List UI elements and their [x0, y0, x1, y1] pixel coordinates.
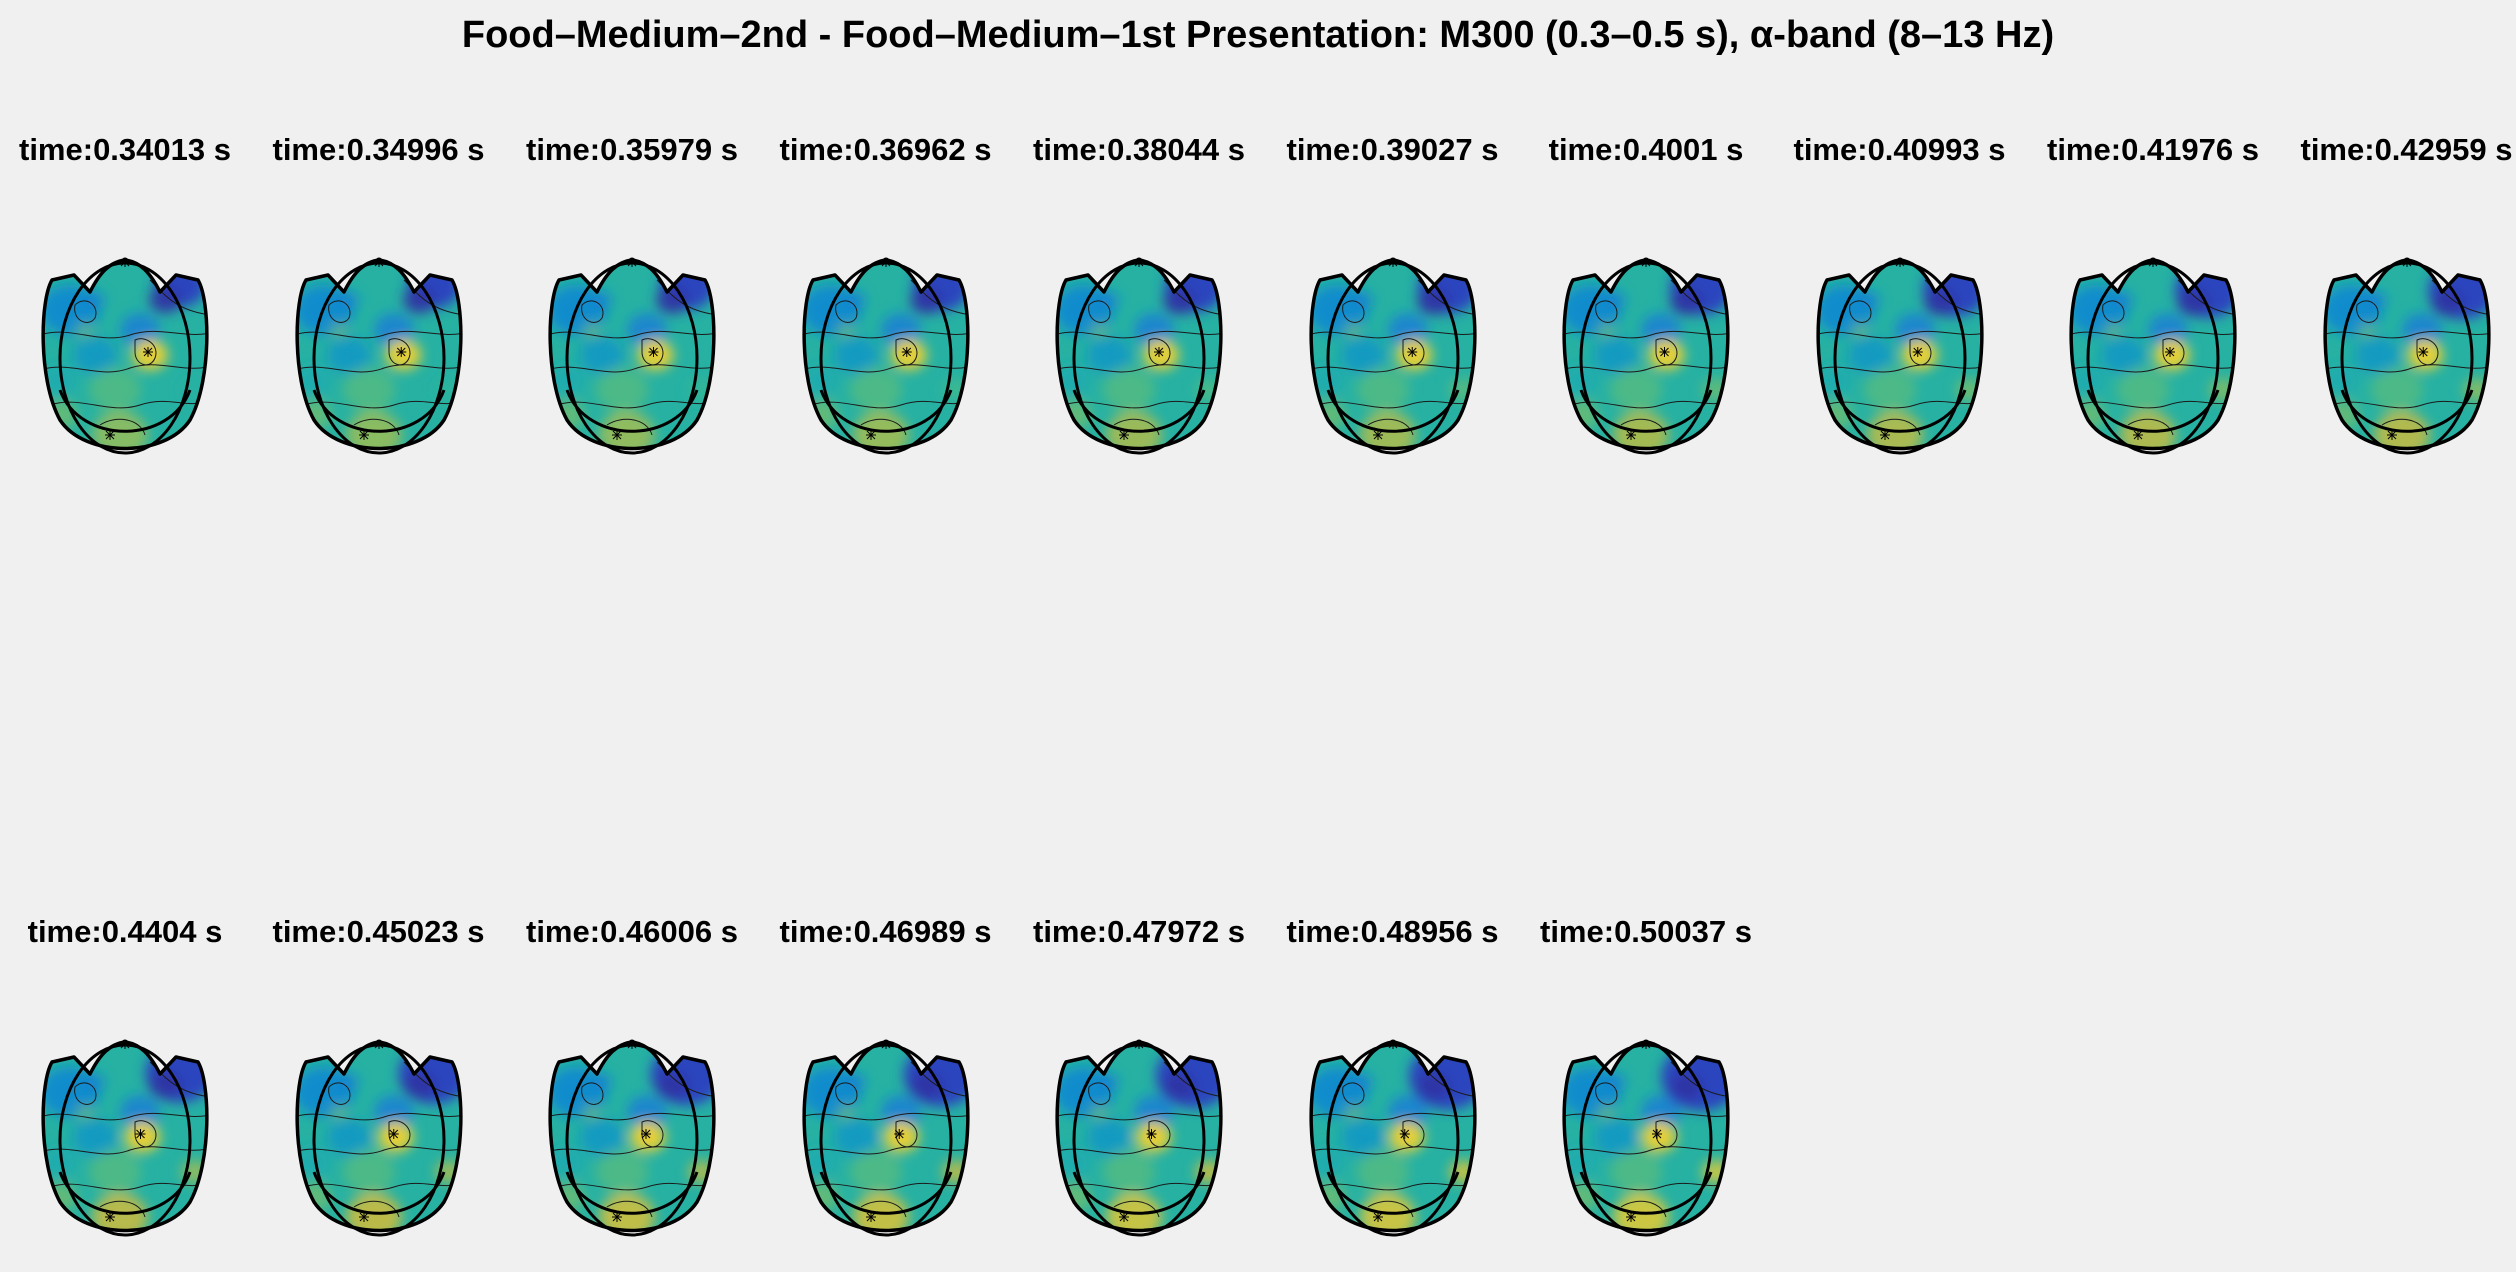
topoplot-panel: time:0.34013 s: [0, 130, 250, 490]
topoplot-panel: time:0.46989 s: [761, 912, 1011, 1272]
topoplot-map: [761, 240, 1011, 460]
topoplot-map: [1521, 240, 1771, 460]
topoplot-panel: time:0.4001 s: [1521, 130, 1771, 490]
topoplot-panel: time:0.42959 s: [2282, 130, 2516, 490]
topoplot-panel: time:0.4404 s: [0, 912, 250, 1272]
topoplot-panel: time:0.48956 s: [1268, 912, 1518, 1272]
panel-title: time:0.39027 s: [1268, 130, 1518, 170]
topoplot-map: [1014, 240, 1264, 460]
topoplot-map: [2282, 240, 2516, 460]
panel-title: time:0.38044 s: [1014, 130, 1264, 170]
scalp-field: [1014, 1022, 1264, 1242]
nose-marker: [882, 258, 889, 265]
panel-title: time:0.46006 s: [507, 912, 757, 952]
topoplot-panel: time:0.35979 s: [507, 130, 757, 490]
topoplot-map: [254, 240, 504, 460]
scalp-field: [1521, 240, 1771, 460]
nose-marker: [629, 1040, 636, 1047]
scalp-field: [2282, 240, 2516, 460]
nose-marker: [882, 1040, 889, 1047]
scalp-field: [1268, 1022, 1518, 1242]
scalp-field: [761, 1022, 1011, 1242]
nose-marker: [2150, 258, 2157, 265]
topoplot-map: [2028, 240, 2278, 460]
panel-title: time:0.47972 s: [1014, 912, 1264, 952]
scalp-field: [254, 240, 504, 460]
topoplot-panel: time:0.38044 s: [1014, 130, 1264, 490]
scalp-field: [1268, 240, 1518, 460]
topoplot-panel: time:0.47972 s: [1014, 912, 1264, 1272]
nose-marker: [1136, 1040, 1143, 1047]
scalp-field: [761, 240, 1011, 460]
scalp-field: [1775, 240, 2025, 460]
topoplot-panel: time:0.34996 s: [254, 130, 504, 490]
nose-marker: [122, 258, 129, 265]
nose-marker: [2403, 258, 2410, 265]
topoplot-map: [507, 240, 757, 460]
panel-title: time:0.42959 s: [2282, 130, 2516, 170]
topoplot-map: [254, 1022, 504, 1242]
topoplot-map: [1775, 240, 2025, 460]
topoplot-panel: time:0.36962 s: [761, 130, 1011, 490]
topoplot-map: [1521, 1022, 1771, 1242]
topoplot-panel: time:0.39027 s: [1268, 130, 1518, 490]
scalp-field: [507, 1022, 757, 1242]
topoplot-map: [761, 1022, 1011, 1242]
panel-title: time:0.4001 s: [1521, 130, 1771, 170]
topoplot-map: [0, 1022, 250, 1242]
panel-title: time:0.34013 s: [0, 130, 250, 170]
panel-title: time:0.35979 s: [507, 130, 757, 170]
panel-title: time:0.4404 s: [0, 912, 250, 952]
topoplot-panel: time:0.45023 s: [254, 912, 504, 1272]
topoplot-panel: time:0.46006 s: [507, 912, 757, 1272]
topoplot-panel: time:0.50037 s: [1521, 912, 1771, 1272]
scalp-field: [0, 240, 250, 460]
nose-marker: [375, 258, 382, 265]
scalp-field: [1014, 240, 1264, 460]
panel-title: time:0.41976 s: [2028, 130, 2278, 170]
panel-title: time:0.50037 s: [1521, 912, 1771, 952]
nose-marker: [1389, 1040, 1396, 1047]
nose-marker: [1136, 258, 1143, 265]
nose-marker: [122, 1040, 129, 1047]
nose-marker: [629, 258, 636, 265]
nose-marker: [1643, 1040, 1650, 1047]
panel-title: time:0.40993 s: [1775, 130, 2025, 170]
scalp-field: [254, 1022, 504, 1242]
scalp-field: [507, 240, 757, 460]
scalp-field: [2028, 240, 2278, 460]
panel-title: time:0.46989 s: [761, 912, 1011, 952]
topoplot-map: [1268, 240, 1518, 460]
topoplot-map: [507, 1022, 757, 1242]
panel-title: time:0.45023 s: [254, 912, 504, 952]
topoplot-panel: time:0.41976 s: [2028, 130, 2278, 490]
topoplot-map: [0, 240, 250, 460]
nose-marker: [1389, 258, 1396, 265]
panel-title: time:0.34996 s: [254, 130, 504, 170]
nose-marker: [1643, 258, 1650, 265]
panel-title: time:0.48956 s: [1268, 912, 1518, 952]
nose-marker: [1896, 258, 1903, 265]
topoplot-panel: time:0.40993 s: [1775, 130, 2025, 490]
figure-title: Food–Medium–2nd - Food–Medium–1st Presen…: [0, 14, 2516, 57]
scalp-field: [1521, 1022, 1771, 1242]
nose-marker: [375, 1040, 382, 1047]
panel-title: time:0.36962 s: [761, 130, 1011, 170]
scalp-field: [0, 1022, 250, 1242]
topoplot-map: [1268, 1022, 1518, 1242]
topoplot-map: [1014, 1022, 1264, 1242]
